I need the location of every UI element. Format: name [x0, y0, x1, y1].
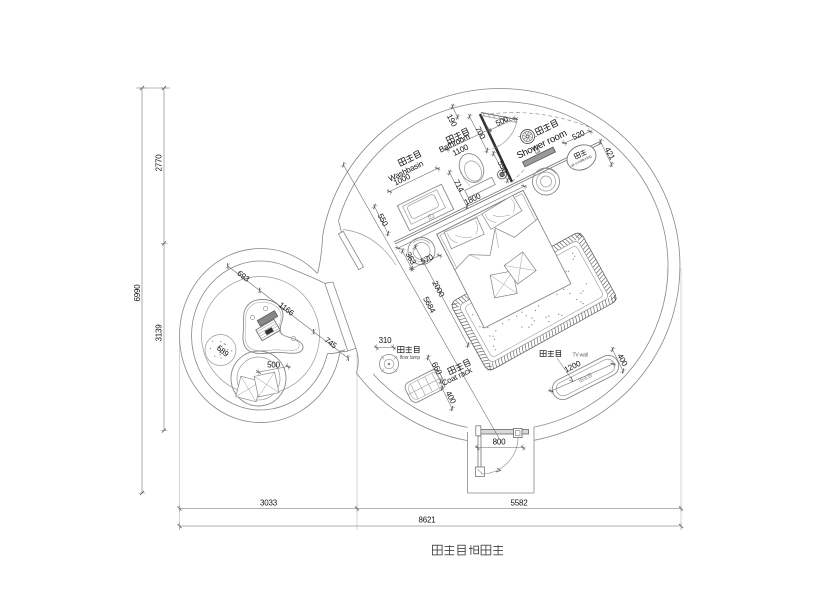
svg-text:6990: 6990	[133, 284, 142, 302]
svg-text:3139: 3139	[155, 324, 164, 342]
svg-text:floor lamp: floor lamp	[400, 355, 420, 361]
svg-text:800: 800	[493, 438, 506, 447]
svg-text:TV wall: TV wall	[573, 353, 588, 359]
svg-text:8621: 8621	[419, 516, 437, 525]
svg-text:310: 310	[379, 336, 392, 345]
svg-text:2770: 2770	[155, 154, 164, 172]
svg-text:500: 500	[267, 361, 280, 370]
svg-text:5582: 5582	[511, 499, 529, 508]
svg-text:3033: 3033	[260, 499, 278, 508]
